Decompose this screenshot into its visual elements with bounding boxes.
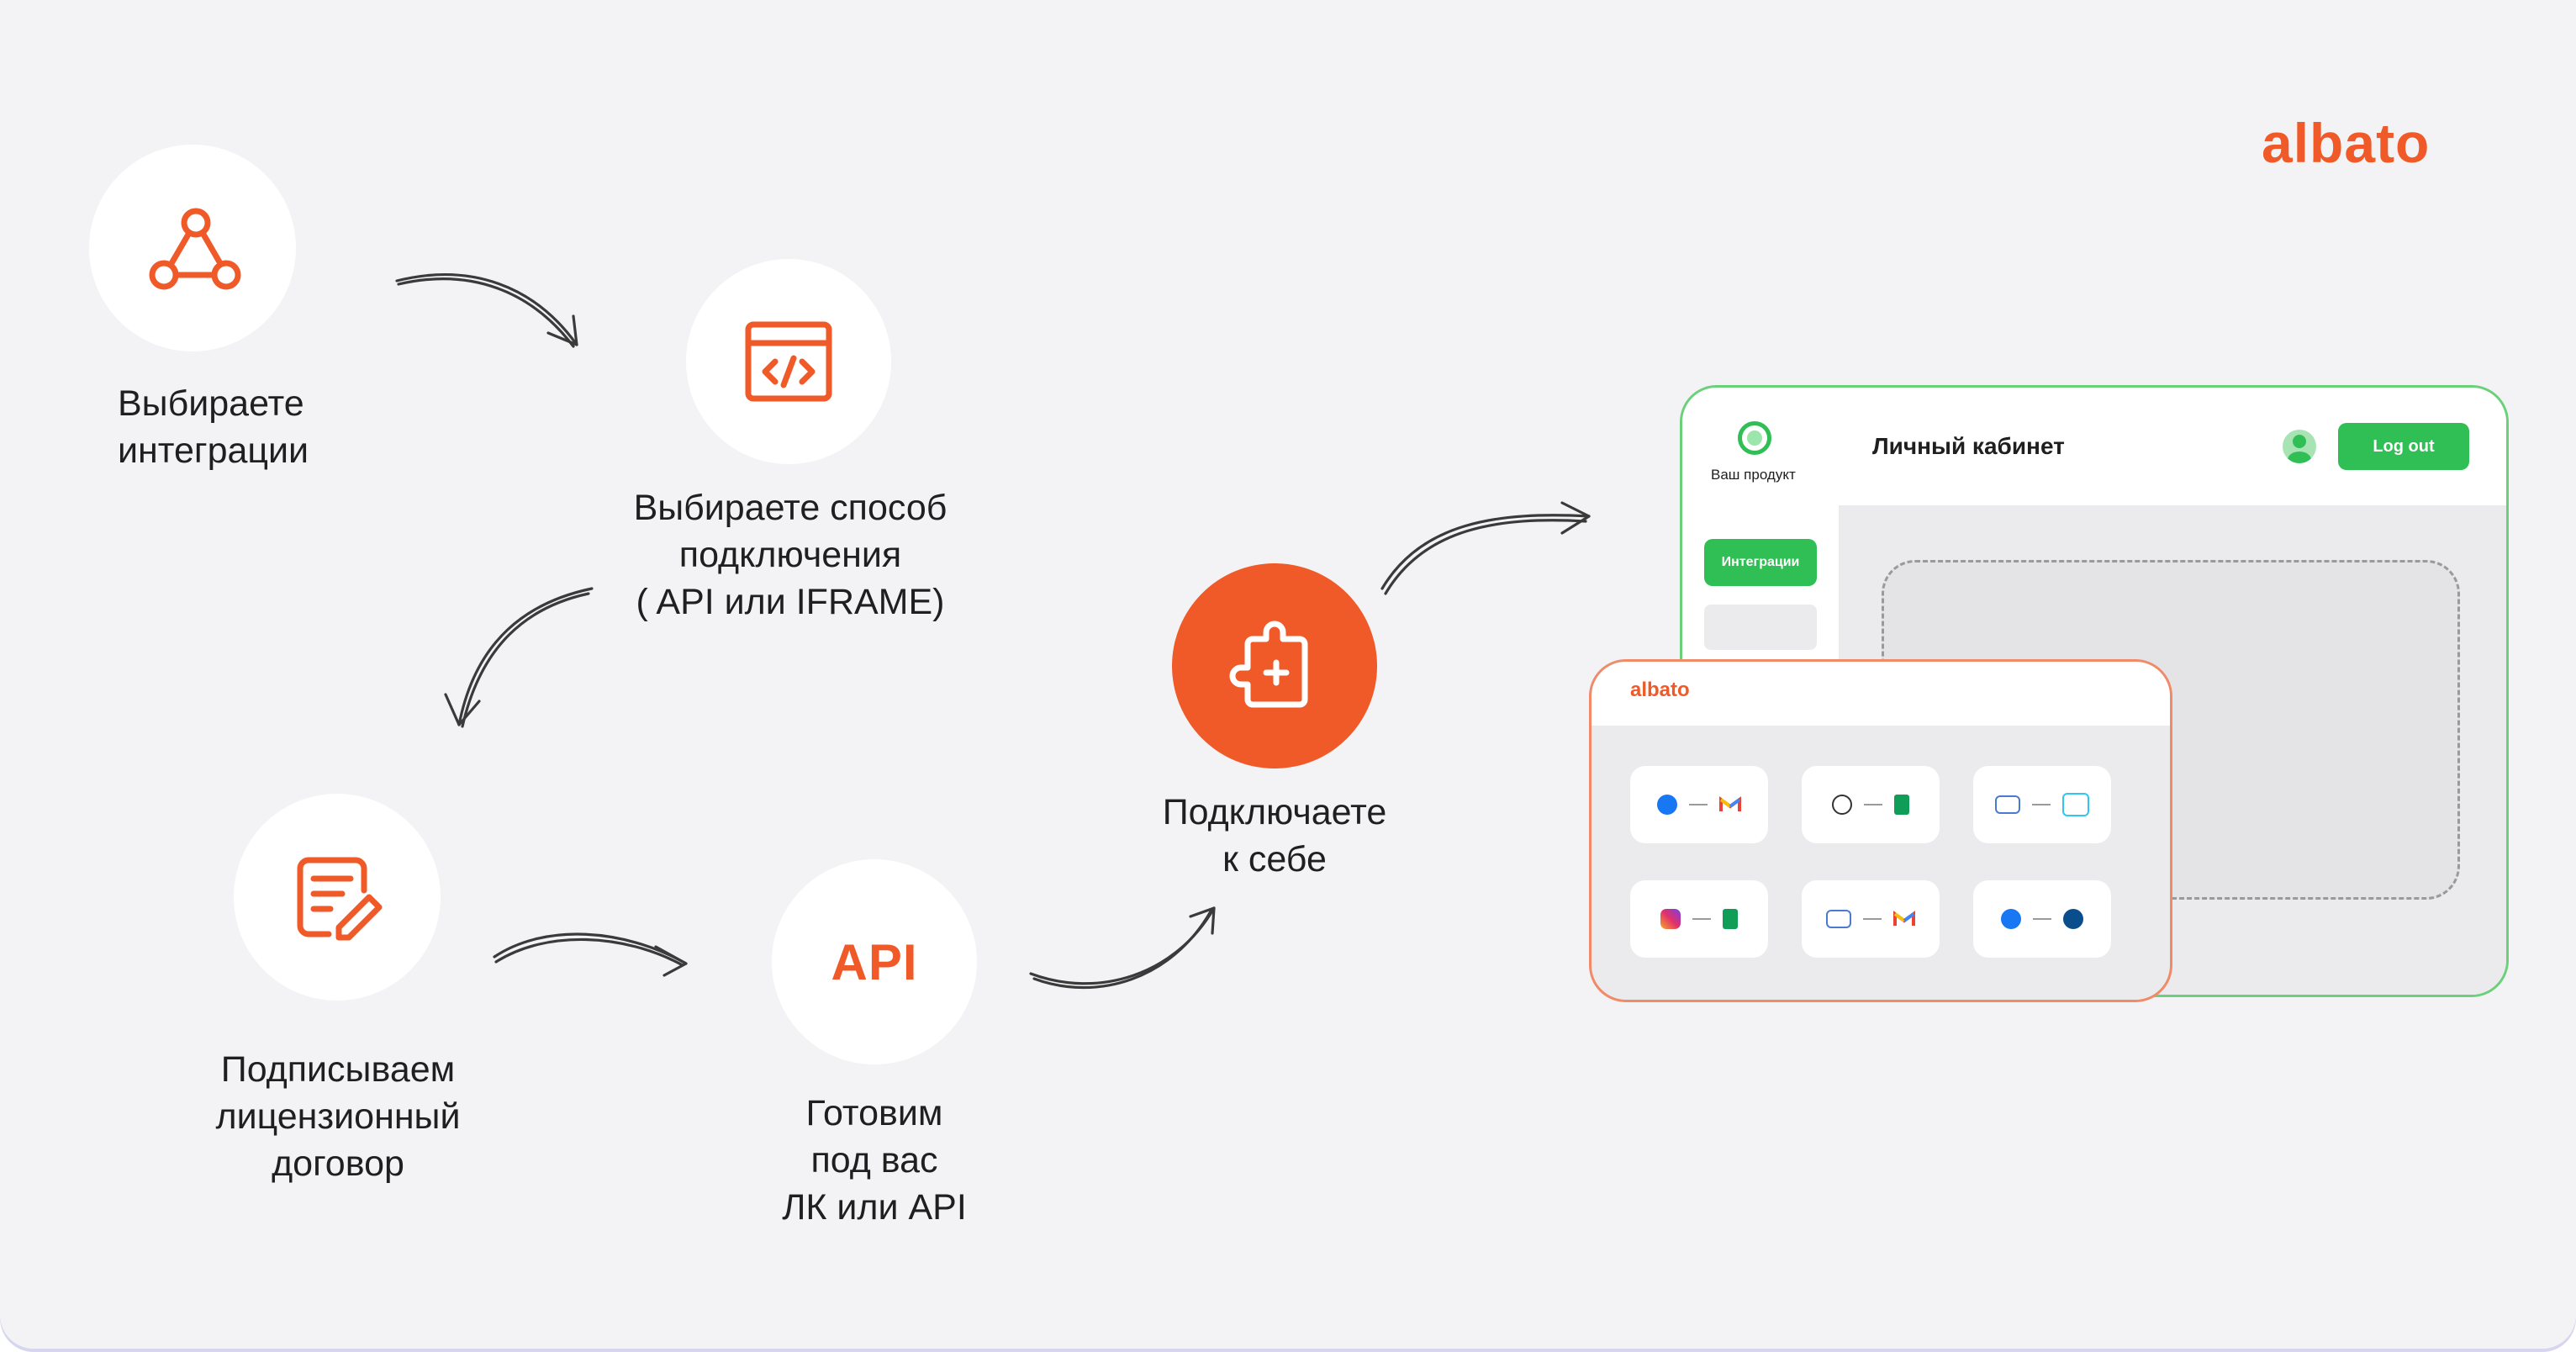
integration-tile-lpgenerator-bitrix24[interactable] xyxy=(1973,766,2111,843)
arrow-right-icon xyxy=(1689,804,1708,805)
step-connect-label: Подключаете к себе xyxy=(1162,792,1387,879)
step-connection-circle xyxy=(686,259,891,464)
bitrix24-icon xyxy=(2062,793,2089,816)
step-prepare-label: Готовим под вас ЛК или API xyxy=(782,1093,967,1228)
albato-embed-widget: albato xyxy=(1589,659,2172,1002)
cabinet-header: Личный кабинет Log out xyxy=(1839,388,2506,505)
code-window-icon xyxy=(745,321,832,402)
facebook-icon xyxy=(2001,909,2021,929)
sidebar-placeholder-item[interactable] xyxy=(1704,605,1817,650)
arrow-right-icon xyxy=(2033,918,2051,920)
document-edit-icon xyxy=(297,857,383,941)
arrow-1-icon xyxy=(395,273,578,348)
arrow-4-icon xyxy=(1029,906,1216,990)
albato-logo: albato xyxy=(2262,112,2431,174)
tilda-icon xyxy=(1832,795,1852,815)
gmail-icon xyxy=(1719,796,1741,811)
arrow-right-icon xyxy=(2032,804,2051,805)
arrow-right-icon xyxy=(1863,918,1882,920)
arrow-3-icon xyxy=(493,932,688,977)
graph-nodes-icon xyxy=(149,208,241,290)
step-prepare-circle: API xyxy=(772,859,977,1064)
lpgenerator-icon xyxy=(1826,910,1851,928)
integration-tile-lpgenerator-gmail[interactable] xyxy=(1802,880,1940,958)
widget-header: albato xyxy=(1592,662,2170,726)
widget-logo: albato xyxy=(1630,679,1690,701)
facebook-icon xyxy=(1657,795,1677,815)
api-badge: API xyxy=(831,933,918,990)
zoho-icon xyxy=(2063,909,2083,929)
arrow-5-icon xyxy=(1380,501,1591,595)
avatar[interactable] xyxy=(2283,430,2316,463)
product-label: Ваш продукт xyxy=(1711,467,1796,483)
lpgenerator-icon xyxy=(1995,795,2020,814)
integration-tile-tilda-sheets[interactable] xyxy=(1802,766,1940,843)
google-sheets-icon xyxy=(1894,795,1909,815)
step-license-circle xyxy=(234,794,441,1001)
google-sheets-icon xyxy=(1723,909,1738,929)
step-license-label: Подписываем лицензионный договор xyxy=(215,1049,461,1184)
arrow-2-icon xyxy=(444,587,594,728)
sidebar-integrations-button[interactable]: Интеграции xyxy=(1704,539,1817,586)
arrow-right-icon xyxy=(1864,804,1882,805)
integration-tile-instagram-sheets[interactable] xyxy=(1630,880,1768,958)
instagram-icon xyxy=(1660,909,1681,929)
cabinet-title: Личный кабинет xyxy=(1872,433,2065,459)
step-connect-circle xyxy=(1172,563,1377,768)
step-integrations-label: Выбираете интеграции xyxy=(118,383,309,471)
step-connection-label: Выбираете способ подключения ( API или I… xyxy=(633,488,948,622)
puzzle-plus-icon xyxy=(1229,621,1308,708)
gmail-icon xyxy=(1893,911,1915,926)
integration-tile-facebook-gmail[interactable] xyxy=(1630,766,1768,843)
step-integrations-circle xyxy=(89,145,296,351)
product-logo-icon xyxy=(1738,421,1771,455)
logout-button[interactable]: Log out xyxy=(2338,423,2469,470)
integration-tile-facebook-zoho[interactable] xyxy=(1973,880,2111,958)
arrow-right-icon xyxy=(1692,918,1711,920)
